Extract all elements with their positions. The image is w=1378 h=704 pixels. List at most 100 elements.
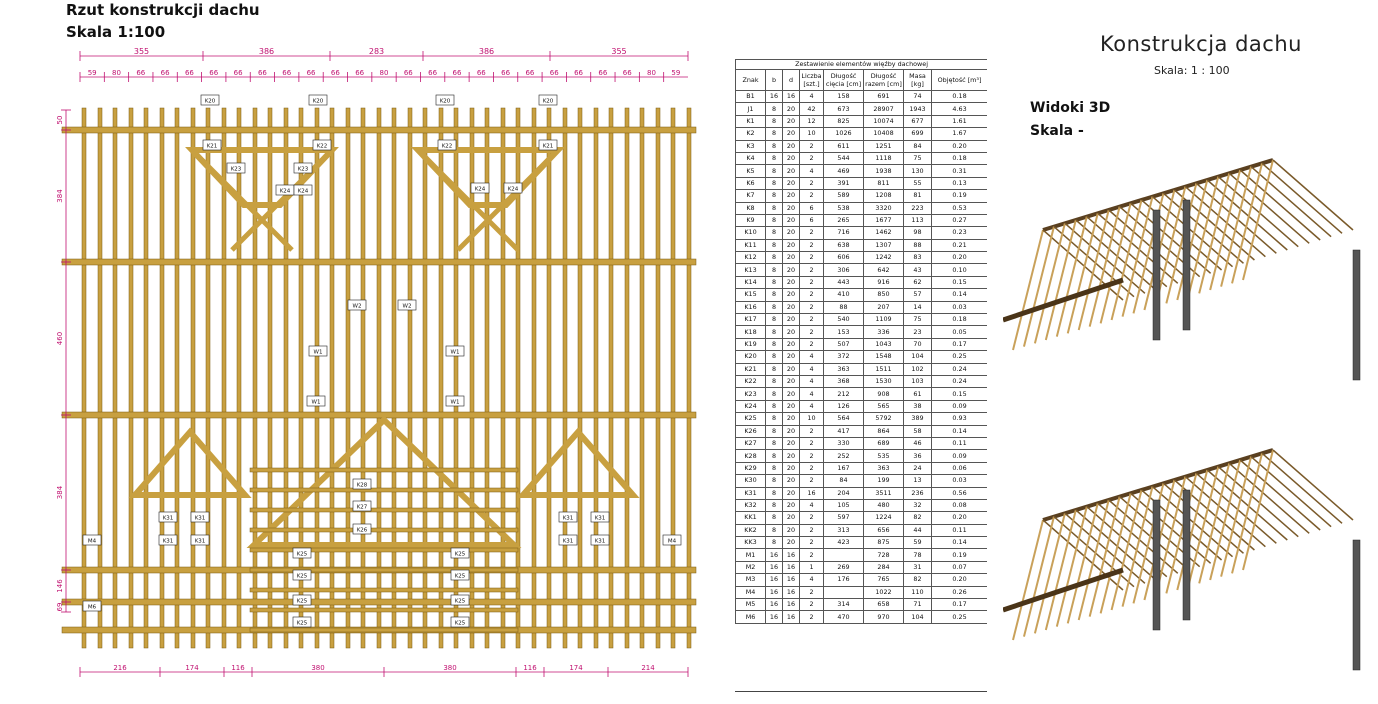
table-cell: 20 — [782, 424, 800, 438]
elements-table: Zestawienie elementów więźby dachowej Zn… — [735, 59, 987, 624]
dim-text: 50 — [56, 116, 64, 125]
rafter-beam — [81, 107, 87, 649]
plan-label-box — [503, 182, 523, 194]
table-cell: M6 — [735, 610, 766, 624]
table-cell: 16 — [782, 548, 800, 562]
plan-label-box — [450, 547, 470, 559]
table-cell: 207 — [863, 300, 904, 315]
table-cell: 2 — [799, 585, 824, 600]
rafter — [1099, 493, 1132, 614]
table-cell: 330 — [823, 436, 864, 451]
table-cell: 638 — [823, 238, 864, 253]
table-header-cell: b — [765, 69, 783, 91]
plan-label-text: K26 — [357, 528, 368, 534]
table-cell: K25 — [735, 412, 766, 426]
table-cell: 20 — [782, 536, 800, 550]
3d-view-bottom — [1003, 448, 1361, 671]
table-cell: K18 — [735, 325, 766, 339]
table-cell: M2 — [735, 560, 766, 575]
table-cell: 20 — [782, 461, 800, 476]
table-cell: 656 — [863, 523, 904, 538]
table-cell: 204 — [823, 486, 864, 500]
table-cell: 8 — [765, 523, 783, 538]
rafter — [1055, 506, 1088, 627]
table-cell: 1.61 — [930, 114, 987, 129]
table-cell: 6 — [799, 201, 824, 215]
rafter — [1154, 476, 1187, 597]
rafter-beam — [329, 107, 335, 649]
table-cell: 336 — [863, 325, 904, 339]
table-cell: 20 — [782, 474, 800, 488]
table-cell: 20 — [782, 374, 800, 389]
column — [1182, 199, 1191, 331]
plan-label-text: K25 — [297, 552, 308, 558]
dim-text: 66 — [525, 69, 534, 77]
table-cell: 103 — [903, 374, 932, 389]
table-cell: 269 — [823, 560, 864, 575]
table-header-cell: d — [782, 69, 800, 91]
table-cell: 104 — [903, 610, 932, 624]
table-cell: 2 — [799, 288, 824, 302]
plan-label: W1 — [306, 395, 326, 407]
table-cell: 0.24 — [930, 362, 987, 377]
table-cell: 2 — [799, 189, 824, 203]
rafter — [1121, 196, 1154, 317]
table-cell: 0.53 — [930, 201, 987, 215]
table-cell: 10074 — [863, 114, 904, 129]
dim-text: 66 — [307, 69, 316, 77]
table-cell: 540 — [823, 313, 864, 327]
rafter-beam — [174, 107, 180, 649]
rafter-beam — [376, 107, 382, 649]
plan-label: W2 — [397, 299, 417, 311]
table-cell: 0.11 — [930, 436, 987, 451]
table-cell: 689 — [863, 436, 904, 451]
column — [1352, 249, 1361, 381]
dim-text: 116 — [231, 664, 245, 672]
rafter — [1088, 496, 1121, 617]
dim-text: 66 — [161, 69, 170, 77]
table-cell: 104 — [903, 350, 932, 364]
table-header-cell: Znak — [735, 69, 766, 91]
table-cell: 1677 — [863, 213, 904, 228]
table-cell: 20 — [782, 114, 800, 129]
rafter — [1044, 509, 1077, 631]
table-header-cell: Masa [kg] — [903, 69, 932, 91]
rafter-beam — [593, 107, 599, 649]
table-cell: K8 — [735, 201, 766, 215]
table-cell: 2 — [799, 449, 824, 463]
plan-label: K25 — [450, 569, 470, 581]
rafter-beam — [562, 107, 568, 649]
views-main-title: Konstrukcja dachu — [1100, 32, 1302, 56]
plan-label: K20 — [308, 94, 328, 106]
plan-label: W1 — [308, 345, 328, 357]
table-cell: 223 — [903, 201, 932, 215]
rafter-beam — [298, 107, 304, 649]
plan-label-text: K24 — [298, 189, 309, 195]
dim-text: 80 — [112, 69, 121, 77]
table-cell: 20 — [782, 139, 800, 153]
table-cell: 16 — [765, 597, 783, 612]
table-cell: 673 — [823, 102, 864, 116]
rafter — [1165, 473, 1198, 594]
table-cell: 0.08 — [930, 498, 987, 513]
table-cell: 1224 — [863, 511, 904, 525]
table-cell: 8 — [765, 176, 783, 191]
table-cell: 20 — [782, 288, 800, 302]
table-cell: 2 — [799, 251, 824, 265]
plan-label-text: K31 — [195, 539, 206, 545]
plan-label-box — [190, 511, 210, 523]
plan-label-box — [450, 594, 470, 606]
table-cell: 16 — [782, 560, 800, 575]
table-cell: 20 — [782, 387, 800, 401]
table-cell: 20 — [782, 523, 800, 538]
table-cell: 13 — [903, 474, 932, 488]
rafter — [1220, 456, 1253, 577]
plan-label: K27 — [352, 500, 372, 512]
dim-text: 66 — [258, 69, 267, 77]
plan-label-box — [292, 569, 312, 581]
rafter-beam — [360, 107, 366, 649]
